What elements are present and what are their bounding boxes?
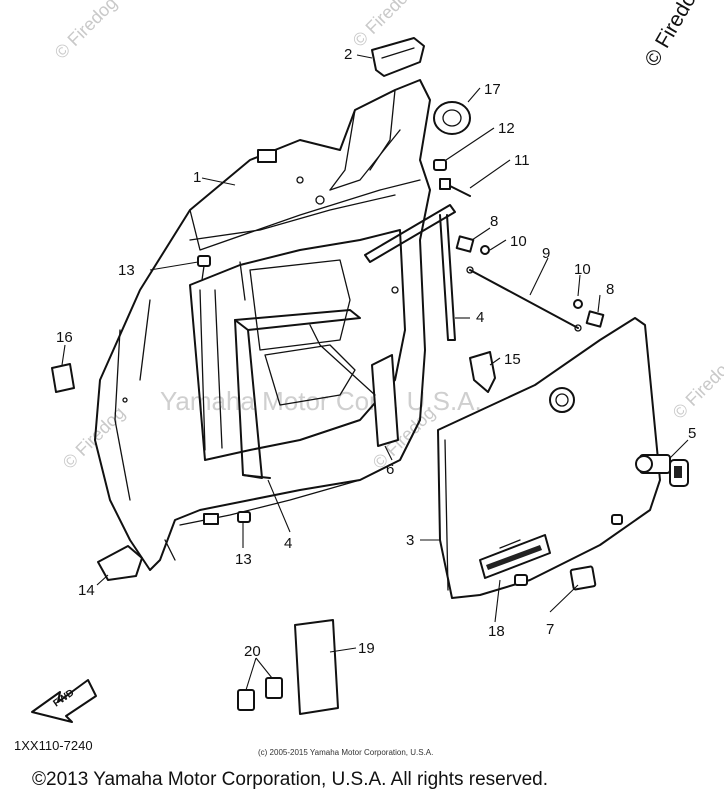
callout-18: 18 bbox=[488, 623, 505, 640]
center-watermark: Yamaha Motor Corp, U.S.A. bbox=[160, 386, 482, 416]
callout-14: 14 bbox=[78, 582, 95, 599]
callout-12: 12 bbox=[498, 120, 515, 137]
part-15-bracket bbox=[469, 351, 496, 393]
callout-10-upper: 10 bbox=[510, 233, 527, 250]
callout-2: 2 bbox=[344, 46, 352, 63]
callout-15: 15 bbox=[504, 351, 521, 368]
callout-9: 9 bbox=[542, 245, 550, 262]
callout-16: 16 bbox=[56, 329, 73, 346]
callout-7: 7 bbox=[546, 621, 554, 638]
callout-8-lower: 8 bbox=[606, 281, 614, 298]
part-1-cowling bbox=[94, 79, 431, 571]
callout-6: 6 bbox=[386, 461, 394, 478]
part-20-fastener-left bbox=[237, 689, 255, 711]
callout-3: 3 bbox=[406, 532, 414, 549]
watermark-text: © Firedog bbox=[51, 0, 121, 63]
callout-5: 5 bbox=[688, 425, 696, 442]
callout-10-lower: 10 bbox=[574, 261, 591, 278]
part-14-bracket bbox=[97, 545, 143, 581]
callout-1: 1 bbox=[193, 169, 201, 186]
part-3-lid bbox=[437, 317, 661, 599]
fwd-arrow-icon: FWD bbox=[31, 679, 97, 723]
callout-19: 19 bbox=[358, 640, 375, 657]
part-8-clip-lower bbox=[585, 310, 605, 328]
part-13-bolt-upper bbox=[197, 255, 211, 281]
part-19-sheet bbox=[294, 619, 339, 715]
part-8-clip-upper bbox=[455, 235, 475, 253]
part-17-grommet bbox=[433, 101, 471, 135]
callout-20: 20 bbox=[244, 643, 261, 660]
part-12-nut bbox=[433, 159, 447, 171]
callout-labels: 2 17 1 12 11 8 10 9 10 8 13 16 4 15 5 6 … bbox=[56, 46, 696, 660]
part-10-screw-upper bbox=[480, 245, 490, 255]
part-7-pad bbox=[569, 565, 597, 591]
part-10-screw-lower bbox=[573, 299, 583, 309]
callout-4-lower: 4 bbox=[284, 535, 292, 552]
part-5-lock bbox=[635, 454, 689, 487]
callout-17: 17 bbox=[484, 81, 501, 98]
callout-13-lower: 13 bbox=[235, 551, 252, 568]
part-9-rod bbox=[466, 266, 582, 332]
leader-lines bbox=[61, 54, 689, 691]
callout-11: 11 bbox=[514, 152, 530, 169]
part-11-bolt bbox=[439, 178, 471, 197]
copyright-caption: ©2013 Yamaha Motor Corporation, U.S.A. A… bbox=[32, 769, 548, 790]
part-13-bolt-lower bbox=[237, 511, 251, 523]
part-16-bracket bbox=[51, 363, 75, 393]
small-copyright: (c) 2005-2015 Yamaha Motor Corporation, … bbox=[258, 748, 433, 757]
part-20-fastener-right bbox=[265, 677, 283, 699]
callout-8-upper: 8 bbox=[490, 213, 498, 230]
part-4-trim bbox=[234, 204, 456, 479]
callout-4-right: 4 bbox=[476, 309, 484, 326]
diagram-code: 1XX110-7240 bbox=[14, 738, 93, 753]
part-2-cap bbox=[371, 37, 425, 77]
corner-watermark: © Firedo bbox=[640, 0, 700, 71]
callout-13-upper: 13 bbox=[118, 262, 135, 279]
watermark-text: © Firedog bbox=[669, 353, 724, 423]
part-6-latch bbox=[309, 324, 399, 447]
